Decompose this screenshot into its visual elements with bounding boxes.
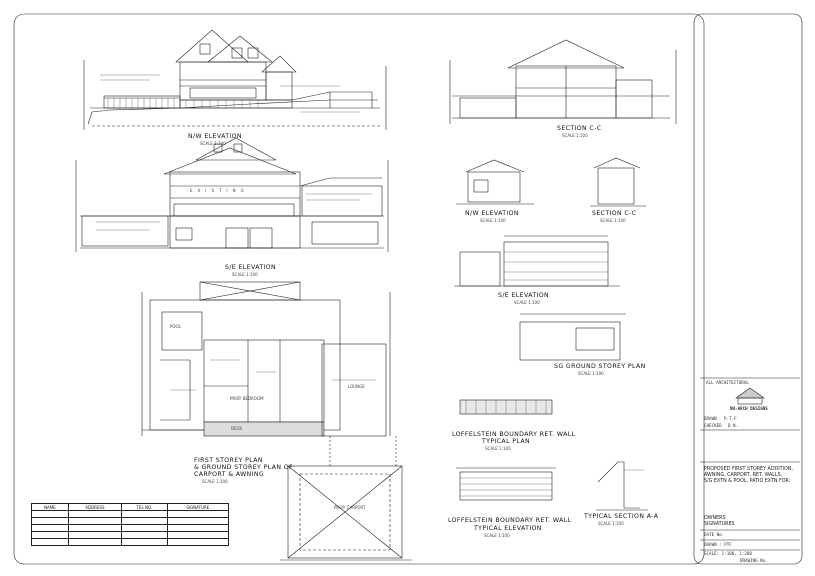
- firm-name: NU-ARCH DESIGNS: [730, 406, 768, 411]
- se-elevation-small-title: S/E ELEVATION: [498, 292, 550, 299]
- loff-elev-scale: SCALE 1:100: [484, 533, 510, 538]
- room-prop-bedroom: PROP. BEDROOM: [230, 396, 264, 401]
- nw-elevation-small-title: N/W ELEVATION: [465, 210, 519, 217]
- schedule-header-tel: TEL NO.: [121, 503, 168, 511]
- nw-elevation-scale: SCALE 1:100: [200, 141, 226, 146]
- loff-plan-title2: TYPICAL PLAN: [482, 438, 531, 445]
- room-lounge: LOUNGE: [348, 384, 365, 389]
- schedule-header-signature: SIGNATURE: [166, 503, 230, 511]
- loff-elevation-drawing: [456, 467, 556, 501]
- date-no: DATE No.: [704, 532, 725, 537]
- first-storey-title1: FIRST STOREY PLAN: [194, 457, 263, 464]
- se-elevation-small-scale: SCALE 1:100: [514, 300, 540, 305]
- nw-elevation-small-scale: SCALE 1:100: [480, 218, 506, 223]
- section-cc-title: SECTION C-C: [557, 125, 602, 132]
- nw-elevation-small-drawing: [456, 159, 534, 205]
- project-description: PROPOSED FIRST STOREY ADDITION, AWNING, …: [704, 467, 793, 484]
- section-cc-small-drawing: [590, 157, 646, 207]
- drawn-label: DRAWN: [704, 416, 717, 421]
- loff-plan-scale: SCALE 1:100: [485, 446, 511, 451]
- checked-value: D.N.: [728, 423, 739, 428]
- nw-elevation-title: N/W ELEVATION: [188, 133, 242, 140]
- checked-label: CHECKED: [704, 423, 722, 428]
- section-cc-drawing: [449, 39, 677, 124]
- loff-elev-title1: LOFFELSTEIN BOUNDARY RET. WALL: [448, 517, 572, 524]
- sg-ground-title: SG GROUND STOREY PLAN: [554, 363, 646, 370]
- first-storey-plan-drawing: [141, 281, 412, 561]
- title-block-lines: [700, 377, 800, 551]
- nw-elevation-drawing: [83, 29, 387, 130]
- schedule-header-address: ADDRESS: [67, 503, 123, 511]
- room-pool: POOL: [170, 324, 181, 329]
- schedule-header-name: NAME: [31, 503, 69, 511]
- loff-elev-title2: TYPICAL ELEVATION: [474, 525, 542, 532]
- table-row: [31, 517, 230, 525]
- typical-section-drawing: [596, 461, 648, 511]
- first-storey-title2: & GROUND STOREY PLAN OF: [194, 464, 293, 471]
- typical-section-scale: SCALE 1:100: [598, 521, 624, 526]
- se-elevation-drawing: [75, 137, 389, 252]
- section-cc-small-scale: SCALE 1:100: [600, 218, 626, 223]
- firm-top-line: ALL ARCHITECTURAL: [706, 380, 749, 385]
- table-row: [31, 538, 230, 546]
- first-storey-title3: CARPORT & AWNING: [194, 471, 265, 478]
- typical-section-title: TYPICAL SECTION A-A: [584, 513, 659, 520]
- sg-ground-plan-drawing: [519, 313, 626, 361]
- table-row: [31, 531, 230, 539]
- sg-ground-scale: SCALE 1:100: [578, 371, 604, 376]
- table-row: [31, 524, 230, 532]
- room-existing: EXISTING: [190, 188, 249, 193]
- se-elevation-small-drawing: [454, 235, 620, 287]
- drawing-number: DRAWING No.: [740, 558, 768, 563]
- section-cc-scale: SCALE 1:100: [562, 133, 588, 138]
- room-deck: DECK: [231, 426, 243, 431]
- se-elevation-title: S/E ELEVATION: [225, 264, 277, 271]
- owners-schedule-table: NAME ADDRESS TEL NO. SIGNATURE: [31, 503, 230, 546]
- drawn-by: DRAWN : PTF: [704, 542, 732, 547]
- drawn-value: P.T.F.: [724, 416, 740, 421]
- titleblock-border: [693, 13, 803, 565]
- main-border: [13, 13, 705, 565]
- owner-signatures: OWNERS SIGNATURES: [704, 516, 735, 527]
- first-storey-scale: SCALE 1:100: [202, 479, 228, 484]
- table-row: [31, 510, 230, 518]
- loff-plan-title1: LOFFELSTEIN BOUNDARY RET. WALL: [452, 431, 576, 438]
- section-cc-small-title: SECTION C-C: [592, 210, 637, 217]
- room-carport: PROP. CARPORT: [334, 505, 366, 510]
- drawing-scale: SCALE: 1:100, 1:200: [704, 551, 752, 556]
- loff-plan-drawing: [459, 399, 553, 415]
- se-elevation-scale: SCALE 1:100: [232, 272, 258, 277]
